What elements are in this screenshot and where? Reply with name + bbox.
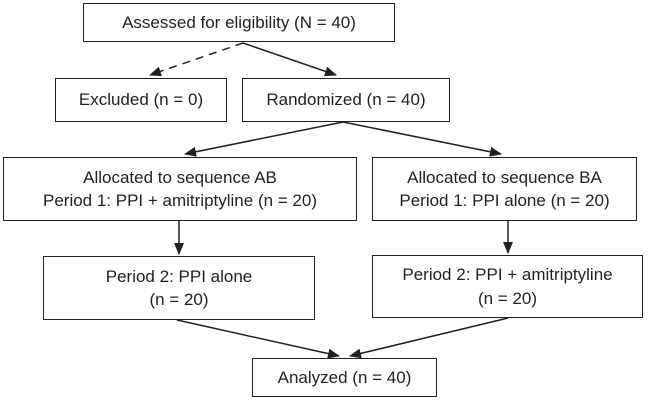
- arrow-period2-ba-to-analyzed: [349, 317, 509, 359]
- arrow-assessed-to-randomized: [242, 42, 337, 77]
- node-period2-ppi-amitriptyline: Period 2: PPI + amitriptyline (n = 20): [372, 255, 643, 318]
- node-label: Assessed for eligibility (N = 40): [122, 12, 356, 32]
- node-label: Randomized (n = 40): [266, 90, 426, 110]
- node-assessed-for-eligibility: Assessed for eligibility (N = 40): [83, 3, 395, 42]
- node-label-line2: Period 1: PPI + amitriptyline (n = 20): [42, 191, 318, 210]
- node-label: Excluded (n = 0): [78, 90, 204, 110]
- node-label-line1: Allocated to sequence AB: [83, 167, 277, 187]
- arrow-randomized-to-seq-ba: [342, 121, 502, 157]
- node-label: Analyzed (n = 40): [277, 367, 412, 387]
- node-analyzed: Analyzed (n = 40): [252, 358, 437, 397]
- node-label-line2: (n = 20): [149, 290, 209, 309]
- node-allocated-sequence-ba: Allocated to sequence BA Period 1: PPI a…: [372, 157, 637, 221]
- node-allocated-sequence-ab: Allocated to sequence AB Period 1: PPI +…: [3, 157, 357, 221]
- node-excluded: Excluded (n = 0): [55, 78, 227, 122]
- node-label-line1: Period 2: PPI + amitriptyline: [402, 265, 613, 285]
- arrow-period2-ab-to-analyzed: [176, 319, 340, 359]
- node-period2-ppi-alone: Period 2: PPI alone (n = 20): [43, 256, 315, 320]
- node-label-line2: (n = 20): [477, 288, 538, 308]
- node-randomized: Randomized (n = 40): [242, 78, 450, 122]
- arrow-assessed-to-excluded: [149, 42, 244, 77]
- node-label-line1: Period 2: PPI alone: [105, 266, 253, 286]
- node-label-line1: Allocated to sequence BA: [407, 167, 602, 187]
- arrow-randomized-to-seq-ab: [184, 121, 344, 157]
- node-label-line2: Period 1: PPI alone (n = 20): [399, 191, 610, 210]
